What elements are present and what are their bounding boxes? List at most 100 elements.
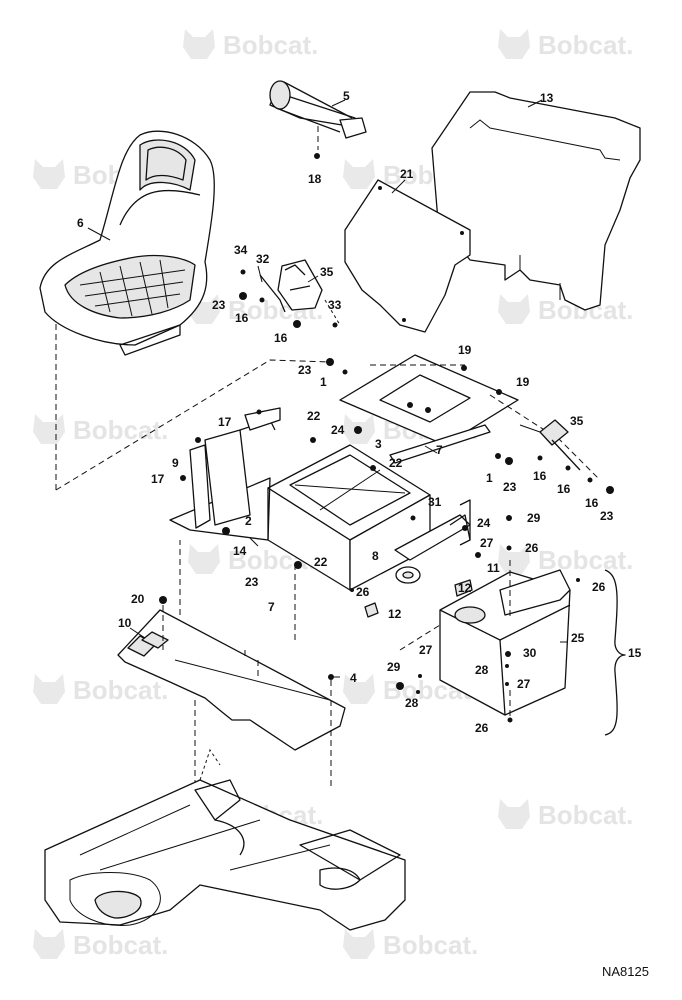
callout-label: 35 [570, 414, 584, 428]
mount-bracket [350, 499, 481, 618]
bobcat-head-logo-icon [33, 414, 65, 444]
bobcat-head-logo-icon [33, 674, 65, 704]
callout-label: 2 [245, 514, 252, 528]
callout-label: 22 [389, 456, 403, 470]
bobcat-head-logo-icon [183, 29, 215, 59]
watermark-brand-text: Bobcat. [73, 675, 168, 705]
bobcat-watermark: Bobcat. [33, 414, 168, 445]
bobcat-head-logo-icon [498, 294, 530, 324]
callout-label: 29 [527, 511, 541, 525]
callout-label: 26 [592, 580, 606, 594]
callout-label: 16 [235, 311, 249, 325]
callout-label: 19 [516, 375, 530, 389]
callout-label: 28 [405, 696, 419, 710]
bobcat-head-logo-icon [498, 29, 530, 59]
callout-label: 19 [458, 343, 472, 357]
callout-label: 29 [387, 660, 401, 674]
callout-label: 9 [172, 456, 179, 470]
callout-label: 10 [118, 616, 132, 630]
bobcat-watermark: Bobcat. [498, 799, 633, 830]
callout-label: 8 [372, 549, 379, 563]
callout-label: 7 [436, 443, 443, 457]
bobcat-watermark: Bobcat. [33, 674, 168, 705]
callout-label: 23 [600, 509, 614, 523]
callout-label: 1 [486, 471, 493, 485]
switch-assembly [239, 259, 341, 328]
bobcat-watermark: Bobcat. [343, 929, 478, 960]
bobcat-watermark: Bobcat. [183, 29, 318, 60]
bobcat-watermark: Bobcat. [188, 294, 323, 325]
callout-label: 22 [307, 409, 321, 423]
callout-label: 26 [475, 721, 489, 735]
callout-label: 16 [533, 469, 547, 483]
callout-label: 35 [320, 265, 334, 279]
callout-labels: 1 1 2 3 4 5 6 7 7 8 9 10 11 12 12 13 14 … [77, 89, 642, 735]
bobcat-head-logo-icon [343, 159, 375, 189]
leader-lines [87, 99, 568, 678]
seat-part [39, 130, 215, 490]
callout-label: 17 [218, 415, 232, 429]
watermark-brand-text: Bobcat. [73, 930, 168, 960]
drawing-code: NA8125 [602, 964, 649, 979]
callout-label: 7 [268, 600, 275, 614]
watermark-brand-text: Bobcat. [383, 930, 478, 960]
callout-label: 12 [458, 581, 472, 595]
callout-label: 33 [328, 298, 342, 312]
callout-label: 24 [331, 423, 345, 437]
callout-label: 31 [428, 495, 442, 509]
callout-label: 22 [314, 555, 328, 569]
bobcat-head-logo-icon [33, 159, 65, 189]
callout-label: 20 [131, 592, 145, 606]
callout-label: 27 [419, 643, 433, 657]
bobcat-head-logo-icon [343, 929, 375, 959]
bobcat-head-logo-icon [33, 929, 65, 959]
callout-label: 25 [571, 631, 585, 645]
callout-label: 6 [77, 216, 84, 230]
callout-label: 23 [212, 298, 226, 312]
callout-label: 30 [523, 646, 537, 660]
watermark-brand-text: Bobcat. [538, 800, 633, 830]
callout-label: 14 [233, 544, 247, 558]
callout-label: 34 [234, 243, 248, 257]
callout-label: 12 [388, 607, 402, 621]
callout-label: 24 [477, 516, 491, 530]
machine-chassis [44, 748, 406, 931]
callout-label: 13 [540, 91, 554, 105]
callout-label: 16 [557, 482, 571, 496]
group-brace [604, 569, 626, 736]
console-housing [396, 515, 580, 723]
callout-label: 28 [475, 663, 489, 677]
watermark-brand-text: Bobcat. [538, 30, 633, 60]
front-panel [344, 179, 471, 333]
bobcat-watermark: Bobcat. [498, 544, 633, 575]
watermark-brand-text: Bobcat. [538, 545, 633, 575]
callout-label: 23 [245, 575, 259, 589]
callout-label: 27 [517, 677, 531, 691]
tube-part [269, 80, 367, 159]
bobcat-head-logo-icon [498, 799, 530, 829]
seat-frame-box [55, 359, 431, 640]
bobcat-watermark: Bobcat. [33, 929, 168, 960]
callout-label: 15 [628, 646, 642, 660]
watermark-brand-text: Bobcat. [73, 415, 168, 445]
callout-label: 4 [350, 671, 357, 685]
callout-label: 23 [503, 480, 517, 494]
callout-label: 27 [480, 536, 494, 550]
callout-label: 18 [308, 172, 322, 186]
callout-label: 32 [256, 252, 270, 266]
callout-label: 1 [320, 375, 327, 389]
watermark-brand-text: Bobcat. [223, 30, 318, 60]
side-bracket [180, 407, 281, 535]
bobcat-head-logo-icon [188, 544, 220, 574]
callout-label: 26 [525, 541, 539, 555]
callout-label: 16 [274, 331, 288, 345]
bobcat-head-logo-icon [343, 674, 375, 704]
bobcat-watermark: Bobcat. [498, 29, 633, 60]
callout-label: 5 [343, 89, 350, 103]
callout-label: 21 [400, 167, 414, 181]
callout-label: 17 [151, 472, 165, 486]
seat-mount-plate [326, 354, 601, 481]
rear-cover-panel [431, 91, 641, 311]
